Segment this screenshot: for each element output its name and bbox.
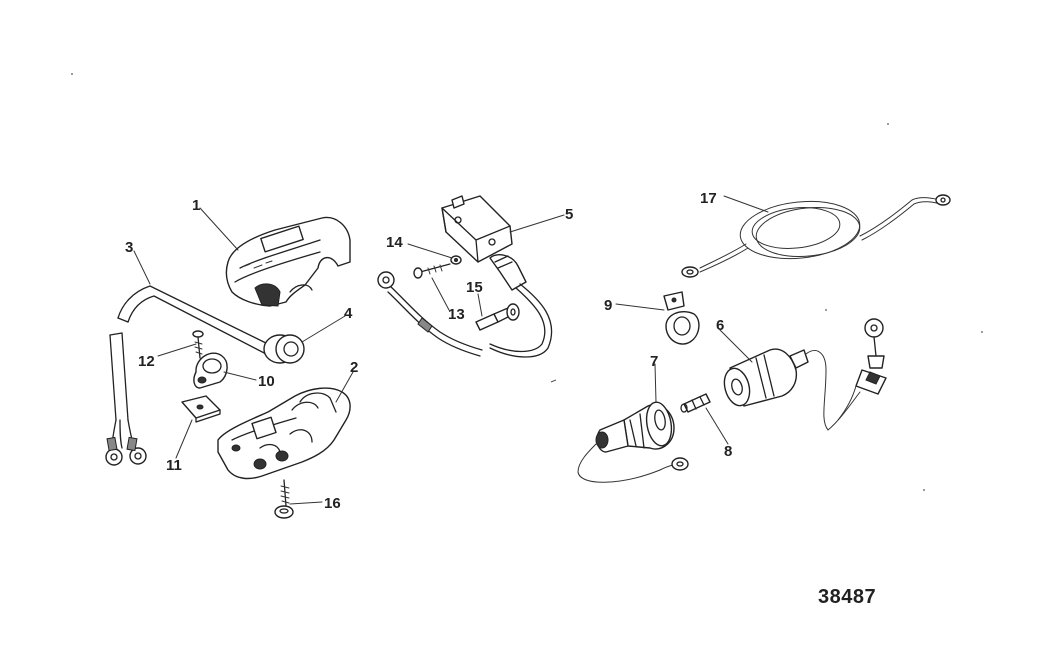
callout-16: 16 — [324, 495, 341, 512]
callout-11: 11 — [166, 457, 182, 474]
switch-wires — [377, 271, 553, 358]
leader-lines — [133, 195, 769, 505]
callout-3: 3 — [125, 239, 133, 256]
callout-15: 15 — [466, 279, 483, 296]
part-13-screw — [413, 263, 451, 279]
part-7-fuse-holder — [577, 401, 689, 483]
part-14-nut — [450, 255, 462, 265]
left-wire-harness — [105, 332, 147, 466]
callout-labels: 1 2 3 4 5 6 7 8 9 10 11 12 13 14 15 16 1… — [125, 190, 732, 512]
callout-7: 7 — [650, 353, 658, 370]
part-9-clip — [663, 291, 700, 345]
callout-2: 2 — [350, 359, 358, 376]
part-8-fuse — [680, 393, 711, 413]
callout-12: 12 — [138, 353, 155, 370]
callout-9: 9 — [604, 297, 612, 314]
part-16-screw — [274, 479, 294, 519]
scan-specks — [71, 73, 983, 491]
part-4-grommet — [263, 334, 305, 364]
part-12-screw — [192, 330, 204, 359]
right-pigtail — [837, 318, 887, 421]
part-17-coiled-wire — [681, 194, 951, 278]
callout-17: 17 — [700, 190, 717, 207]
catalog-number: 38487 — [818, 586, 877, 608]
callout-5: 5 — [565, 206, 573, 223]
callout-14: 14 — [386, 234, 403, 251]
callout-8: 8 — [724, 443, 732, 460]
callout-6: 6 — [716, 317, 724, 334]
callout-13: 13 — [448, 306, 465, 323]
part-3-cable-tube — [117, 285, 273, 357]
part-5-switch — [441, 195, 527, 291]
part-11-pad — [181, 395, 221, 423]
callout-1: 1 — [192, 197, 200, 214]
part-6-connector-plug — [723, 348, 861, 431]
part-1-top-cover — [225, 216, 351, 307]
part-15-bolt — [475, 303, 520, 331]
callout-10: 10 — [258, 373, 275, 390]
callout-4: 4 — [344, 305, 353, 322]
part-2-lower-housing — [217, 387, 351, 480]
part-10-clamp — [193, 352, 228, 389]
